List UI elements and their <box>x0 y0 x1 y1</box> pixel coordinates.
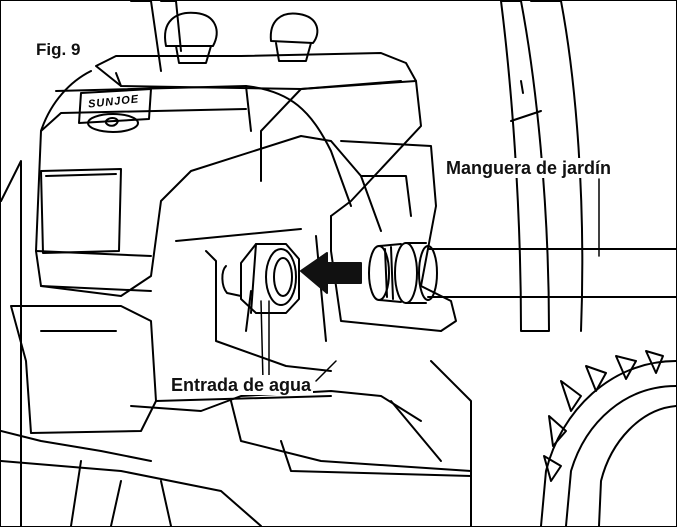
wheel <box>540 350 676 526</box>
lower-body <box>1 305 472 526</box>
callout-garden-hose: Manguera de jardín <box>444 158 614 178</box>
handle-bar <box>500 1 584 332</box>
garden-hose <box>368 242 676 304</box>
figure-number: Fig. 9 <box>36 40 81 59</box>
left-pole <box>1 1 182 526</box>
water-inlet-fitting <box>221 243 300 314</box>
top-knobs <box>164 11 319 64</box>
leader-lines <box>260 178 600 382</box>
top-housing <box>95 52 422 217</box>
callout-water-inlet: Entrada de agua <box>169 375 314 395</box>
side-panels <box>175 85 457 372</box>
arrow-left-icon <box>300 252 362 294</box>
motor-cover <box>35 70 382 297</box>
